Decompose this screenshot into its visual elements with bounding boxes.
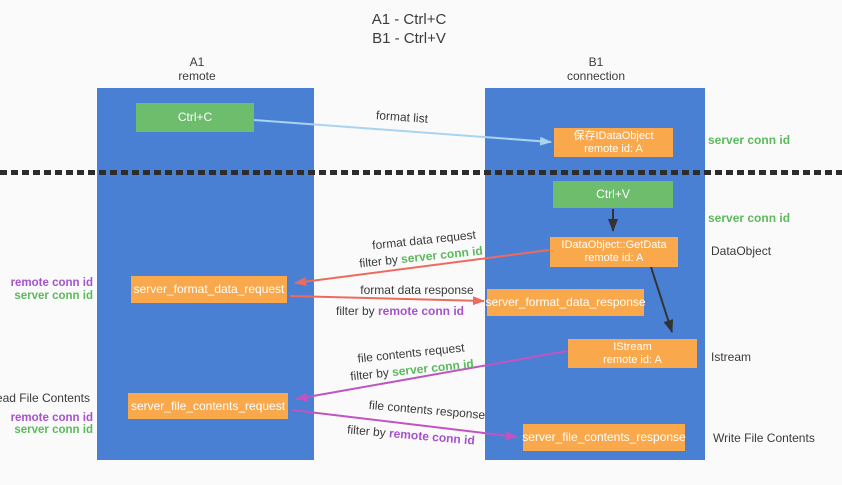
format-list-label: format list <box>375 108 429 126</box>
remote-conn-id-text: remote conn id <box>388 426 476 448</box>
save-dataobject-line1: 保存IDataObject <box>573 129 654 142</box>
server-conn-id-annotation-top: server conn id <box>708 133 791 147</box>
diagram-title: A1 - Ctrl+C B1 - Ctrl+V <box>372 10 447 48</box>
getdata-node: IDataObject::GetData remote id: A <box>550 237 678 267</box>
filter-by-prefix: filter by <box>349 365 393 384</box>
server-conn-id-annotation-left-1: server conn id <box>14 290 93 302</box>
server-format-data-response-node: server_format_data_response <box>485 289 646 316</box>
save-dataobject-node: 保存IDataObject remote id: A <box>554 128 673 157</box>
left-column-header: A1 remote <box>117 55 277 83</box>
getdata-line1: IDataObject::GetData <box>561 239 667 251</box>
istream-annotation: Istream <box>711 350 752 364</box>
remote-conn-id-text: remote conn id <box>378 304 465 318</box>
ctrl-c-node: Ctrl+C <box>136 103 254 132</box>
istream-node: IStream remote id: A <box>568 339 697 368</box>
right-column-role: connection <box>566 69 626 83</box>
server-file-contents-request-label: server_file_contents_request <box>130 398 286 413</box>
left-column-name: A1 <box>189 55 205 69</box>
left-column-role: remote <box>178 69 216 83</box>
ctrl-c-label: Ctrl+C <box>177 110 213 124</box>
format-data-response-label: format data response <box>360 283 474 297</box>
getdata-line2: remote id: A <box>584 252 644 264</box>
server-file-contents-request-node: server_file_contents_request <box>128 393 288 419</box>
filter-by-prefix: filter by <box>346 422 390 441</box>
server-conn-id-annotation-left-2: server conn id <box>14 424 93 436</box>
istream-line1: IStream <box>613 340 652 353</box>
server-format-data-response-label: server_format_data_response <box>485 295 646 309</box>
save-dataobject-line2: remote id: A <box>584 142 643 155</box>
dataobject-annotation: DataObject <box>711 244 772 258</box>
server-file-contents-response-label: server_file_contents_response <box>522 430 686 444</box>
server-file-contents-response-node: server_file_contents_response <box>522 424 686 451</box>
read-file-contents-annotation: Read File Contents <box>0 391 90 405</box>
title-line-2: B1 - Ctrl+V <box>372 30 446 47</box>
right-column-header: B1 connection <box>516 55 676 83</box>
remote-conn-id-annotation-2: remote conn id <box>10 412 93 424</box>
ctrl-v-node: Ctrl+V <box>553 181 673 208</box>
filter-by-prefix: filter by <box>335 304 378 318</box>
filter-by-remote-conn-id-label-2: filter by remote conn id <box>347 422 476 447</box>
ctrl-v-label: Ctrl+V <box>596 187 630 201</box>
server-format-data-request-node: server_format_data_request <box>131 276 287 303</box>
session-divider-line <box>0 170 842 175</box>
right-column-name: B1 <box>588 55 604 69</box>
server-conn-id-annotation-mid: server conn id <box>708 211 791 225</box>
server-format-data-request-label: server_format_data_request <box>133 282 285 296</box>
filter-by-remote-conn-id-label-1: filter by remote conn id <box>336 304 464 318</box>
file-contents-response-label: file contents response <box>368 397 486 423</box>
filter-by-prefix: filter by <box>358 252 402 271</box>
title-line-1: A1 - Ctrl+C <box>371 11 447 28</box>
remote-conn-id-annotation-1: remote conn id <box>10 277 93 289</box>
istream-line2: remote id: A <box>603 353 662 366</box>
write-file-contents-annotation: Write File Contents <box>713 431 815 445</box>
